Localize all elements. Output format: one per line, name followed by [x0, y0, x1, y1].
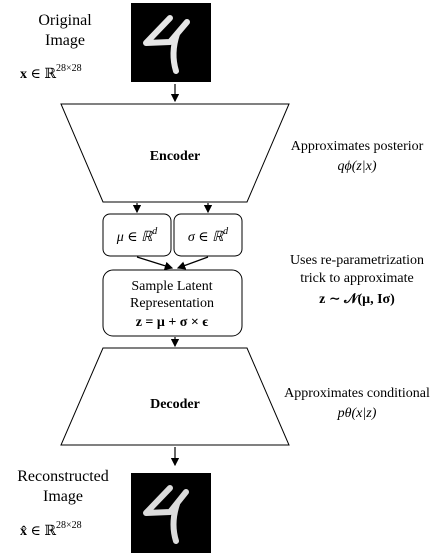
- input-formula-var: x: [20, 67, 27, 82]
- input-formula-rel: ∈ ℝ: [27, 67, 56, 82]
- encoder-note-formula: qϕ(z|x): [337, 159, 376, 174]
- sigma-box-text: σ ∈ ℝd: [188, 226, 229, 245]
- reparam-note-line1: Uses re-parametrization: [290, 253, 424, 268]
- decoder-label: Decoder: [150, 397, 200, 412]
- encoder-label: Encoder: [150, 149, 201, 164]
- mu-box-sup: d: [152, 226, 158, 237]
- input-label-line2: Image: [45, 32, 85, 49]
- decoder-block: [60, 347, 290, 446]
- encoder-note-line1: Approximates posterior: [291, 139, 424, 154]
- original-digit-image: [131, 3, 211, 82]
- arrow-mu-to-sample: [136, 256, 174, 270]
- input-label-line1: Original: [38, 12, 92, 29]
- sigma-box-sup: d: [223, 226, 229, 237]
- reparam-note-line3: z ∼ 𝒩(μ, Iσ): [319, 292, 395, 307]
- sample-line3: z = μ + σ × ϵ: [136, 315, 209, 330]
- output-formula-rel: ∈ ℝ: [27, 524, 56, 539]
- output-label-line1: Reconstructed: [17, 468, 109, 485]
- sigma-box-main: σ ∈ ℝ: [188, 230, 224, 245]
- sample-line2: Representation: [130, 296, 214, 311]
- sample-latent-box: [102, 269, 243, 337]
- mu-box: [102, 213, 172, 257]
- input-formula-sup: 28×28: [56, 63, 82, 74]
- output-label-line2: Image: [43, 488, 83, 505]
- mu-box-main: μ ∈ ℝ: [116, 230, 153, 245]
- mu-box-text: μ ∈ ℝd: [116, 226, 158, 245]
- arrow-sigma-to-sample: [176, 256, 209, 270]
- reconstructed-digit-image: [131, 473, 211, 553]
- input-formula: x ∈ ℝ28×28: [20, 63, 82, 82]
- sample-line1: Sample Latent: [131, 279, 212, 294]
- output-formula-sup: 28×28: [56, 520, 82, 531]
- reparam-note-line2: trick to approximate: [300, 271, 414, 286]
- decoder-note-line1: Approximates conditional: [284, 386, 430, 401]
- decoder-note-formula: pθ(x|z): [337, 406, 377, 421]
- sigma-box: [173, 213, 243, 257]
- output-formula-var: x̂: [20, 524, 27, 539]
- encoder-block: [60, 103, 290, 203]
- output-formula: x̂ ∈ ℝ28×28: [20, 520, 82, 539]
